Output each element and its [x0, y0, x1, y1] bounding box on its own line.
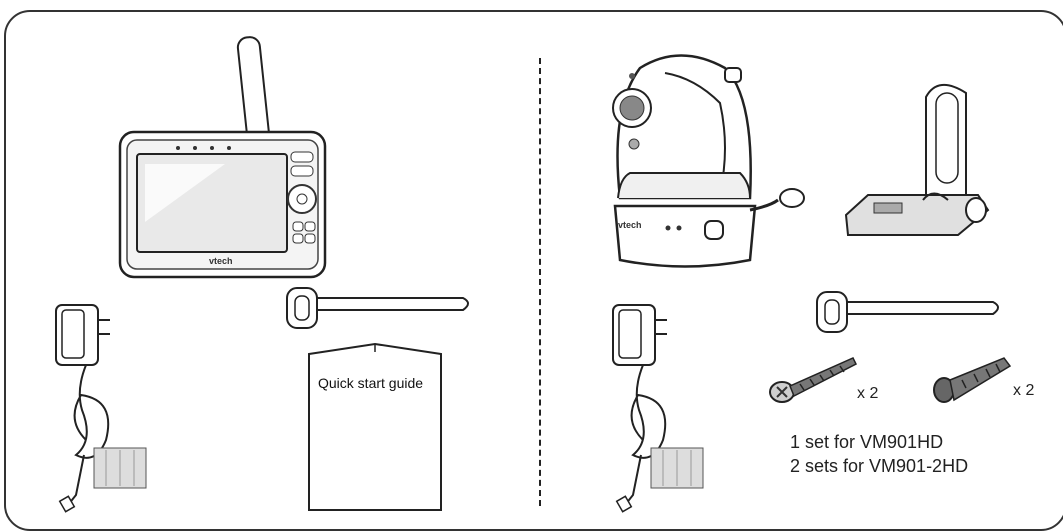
screw-quantity: x 2 [857, 385, 879, 402]
power-adapter-icon [612, 304, 704, 513]
wall-anchor-icon [933, 357, 1012, 403]
wall-mount-bracket-icon [844, 84, 990, 236]
cable-tie-icon [286, 287, 469, 329]
set-count-line-1: 1 set for VM901HD [790, 432, 944, 452]
quick-start-guide-title: Quick start guide [318, 375, 424, 391]
quick-start-guide-icon [308, 342, 442, 511]
cable-tie-icon [816, 291, 999, 333]
handset-brand-label: vtech [209, 256, 233, 266]
section-divider [539, 58, 541, 506]
contents-frame [4, 10, 1063, 531]
power-adapter-icon [55, 304, 147, 513]
baby-unit-camera: vtech [612, 54, 805, 268]
parent-unit-handset: vtech [118, 36, 327, 279]
anchor-quantity: x 2 [1013, 382, 1035, 399]
set-count-line-2: 2 sets for VM901-2HD [790, 456, 969, 476]
screw-icon [769, 357, 858, 403]
camera-brand-label: vtech [618, 220, 642, 230]
